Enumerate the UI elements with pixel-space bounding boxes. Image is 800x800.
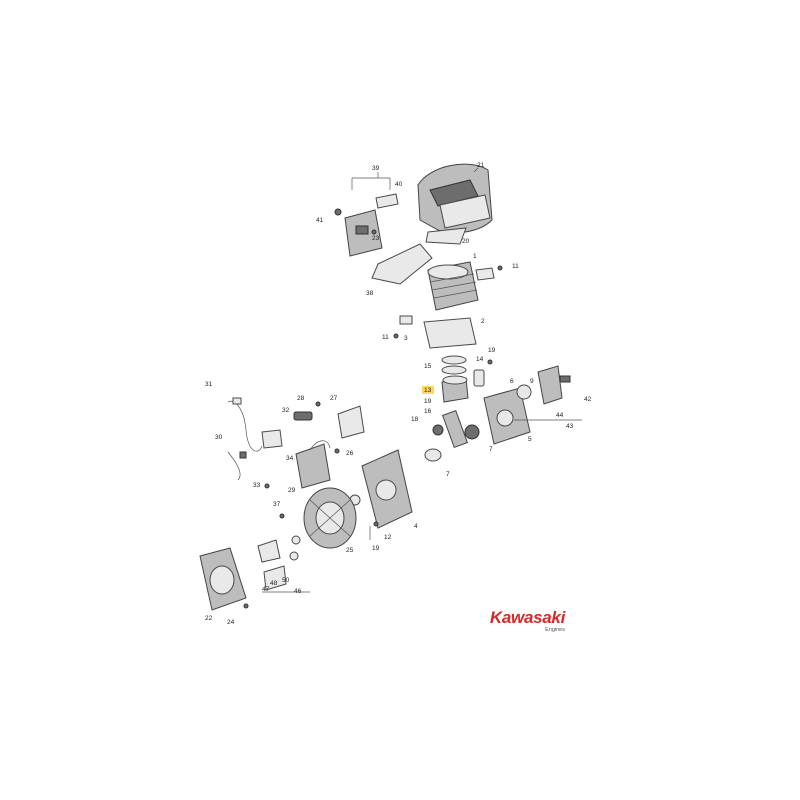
callout-34: 34 [286,455,294,462]
callout-2: 2 [481,318,485,325]
callout-18: 18 [411,416,419,423]
cylinder-part [427,261,495,311]
cover-gasket-part [425,227,467,245]
callout-27: 27 [330,395,338,402]
callout-19c: 19 [372,545,380,552]
callout-50: 50 [282,577,290,584]
starter-pawl-group [257,513,299,591]
callout-37: 37 [273,501,281,508]
callout-6: 6 [510,378,514,385]
callout-7b: 7 [446,471,450,478]
callout-39: 39 [372,165,380,172]
piston-group [441,355,493,403]
callout-19a: 19 [488,347,496,354]
callout-13-highlight [422,386,434,394]
callout-30: 30 [215,434,223,441]
callout-16: 16 [424,408,432,415]
heat-shield-part [371,243,433,285]
callout-46: 46 [294,588,302,595]
callout-24: 24 [227,619,235,626]
insulator-part [399,315,413,325]
callout-11a: 11 [512,263,519,270]
callout-5: 5 [528,436,532,443]
callout-44: 44 [556,412,564,419]
callout-12: 12 [384,534,392,541]
callout-23: 23 [372,235,380,242]
shroud-cover-part [417,163,493,234]
callout-20: 20 [462,238,470,245]
base-gasket-part [423,317,477,349]
brand-name: Kawasaki [489,608,565,627]
ignition-coil-part [295,440,331,489]
stop-switch-wire-part [227,397,283,481]
brand-subtitle: Engines [545,627,565,633]
callout-7a: 7 [489,446,493,453]
callout-38: 38 [366,290,374,297]
pump-bracket-part [537,365,563,405]
callout-21: 21 [477,162,485,169]
callout-11b: 11 [382,334,389,341]
callout-33: 33 [253,482,261,489]
flywheel-part [303,487,357,549]
callout-26: 26 [346,450,354,457]
callout-19b: 19 [424,398,432,405]
muffler-part [334,172,399,257]
callout-4: 4 [414,523,418,530]
spark-plug-part [293,411,313,421]
callout-40: 40 [395,181,403,188]
crankshaft-part [424,409,480,462]
callout-9: 9 [530,378,534,385]
callout-labels: 21 39 40 41 23 20 1 11 38 2 11 3 19 14 1… [205,162,592,626]
callout-48: 48 [270,580,278,587]
callout-3: 3 [404,335,408,342]
callout-47: 47 [262,586,270,593]
plug-cap-part [337,405,365,439]
callout-15: 15 [424,363,432,370]
callout-31: 31 [205,381,213,388]
kawasaki-logo: Kawasaki Engines [475,608,565,633]
callout-29: 29 [288,487,296,494]
callout-42: 42 [584,396,592,403]
callout-13: 13 [424,387,432,394]
callout-43: 43 [566,423,574,430]
callout-28: 28 [297,395,305,402]
callout-25: 25 [346,547,354,554]
callout-32: 32 [282,407,290,414]
callout-41: 41 [316,217,324,224]
callout-22: 22 [205,615,213,622]
oil-seal-part [516,384,532,400]
callout-1: 1 [473,253,477,260]
callout-14: 14 [476,356,484,363]
